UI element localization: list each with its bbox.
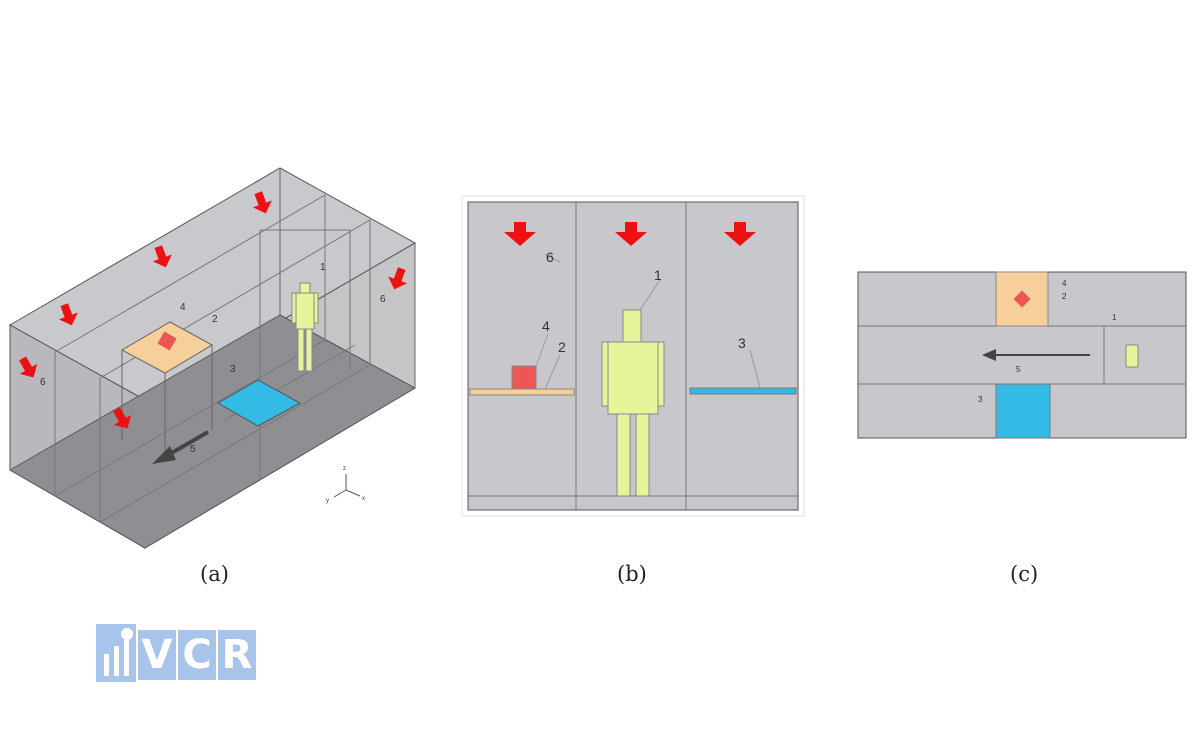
logo-letter-r: R (218, 630, 256, 680)
label-b-4: 4 (542, 318, 550, 334)
outlet-a (216, 379, 302, 427)
label-c-1: 1 (1112, 313, 1117, 322)
axis-label-a-z: z (343, 466, 346, 472)
label-a-6b: 6 (40, 377, 46, 388)
caption-c: (c) (1010, 562, 1039, 586)
person-c (1125, 344, 1139, 368)
label-a-2: 2 (212, 314, 218, 325)
person-b (601, 309, 665, 497)
label-b-3: 3 (738, 335, 746, 351)
label-a-6: 6 (380, 294, 386, 305)
label-b-1: 1 (654, 267, 662, 283)
label-c-5: 5 (1016, 365, 1021, 374)
flow-arrow-a (152, 430, 209, 464)
label-c-2: 2 (1062, 292, 1067, 301)
label-c-3: 3 (978, 395, 983, 404)
label-b-6: 6 (546, 249, 554, 265)
label-a-1: 1 (320, 262, 326, 273)
supply-arrows-b (504, 222, 756, 246)
label-a-3: 3 (230, 364, 236, 375)
outlet-c (995, 383, 1051, 439)
vcr-logo: V C R (96, 620, 256, 684)
flow-arrow-c (982, 349, 1090, 361)
outlet-b (689, 387, 797, 395)
person-a (291, 282, 319, 372)
logo-letter-c: C (178, 630, 216, 680)
logo-mark-icon (96, 624, 136, 682)
heat-source-b (511, 365, 537, 390)
axis-label-a-x: x (362, 496, 365, 502)
axis-label-a-y: y (326, 498, 329, 504)
supply-arrows-a (19, 191, 408, 429)
caption-b: (b) (617, 562, 647, 586)
caption-a: (a) (200, 562, 229, 586)
label-a-4: 4 (180, 302, 186, 313)
label-b-2: 2 (558, 339, 566, 355)
logo-letter-v: V (138, 630, 176, 680)
label-c-4: 4 (1062, 279, 1067, 288)
label-a-5: 5 (190, 444, 196, 455)
axes-icon-a (333, 474, 361, 498)
heat-source-a (157, 331, 177, 351)
